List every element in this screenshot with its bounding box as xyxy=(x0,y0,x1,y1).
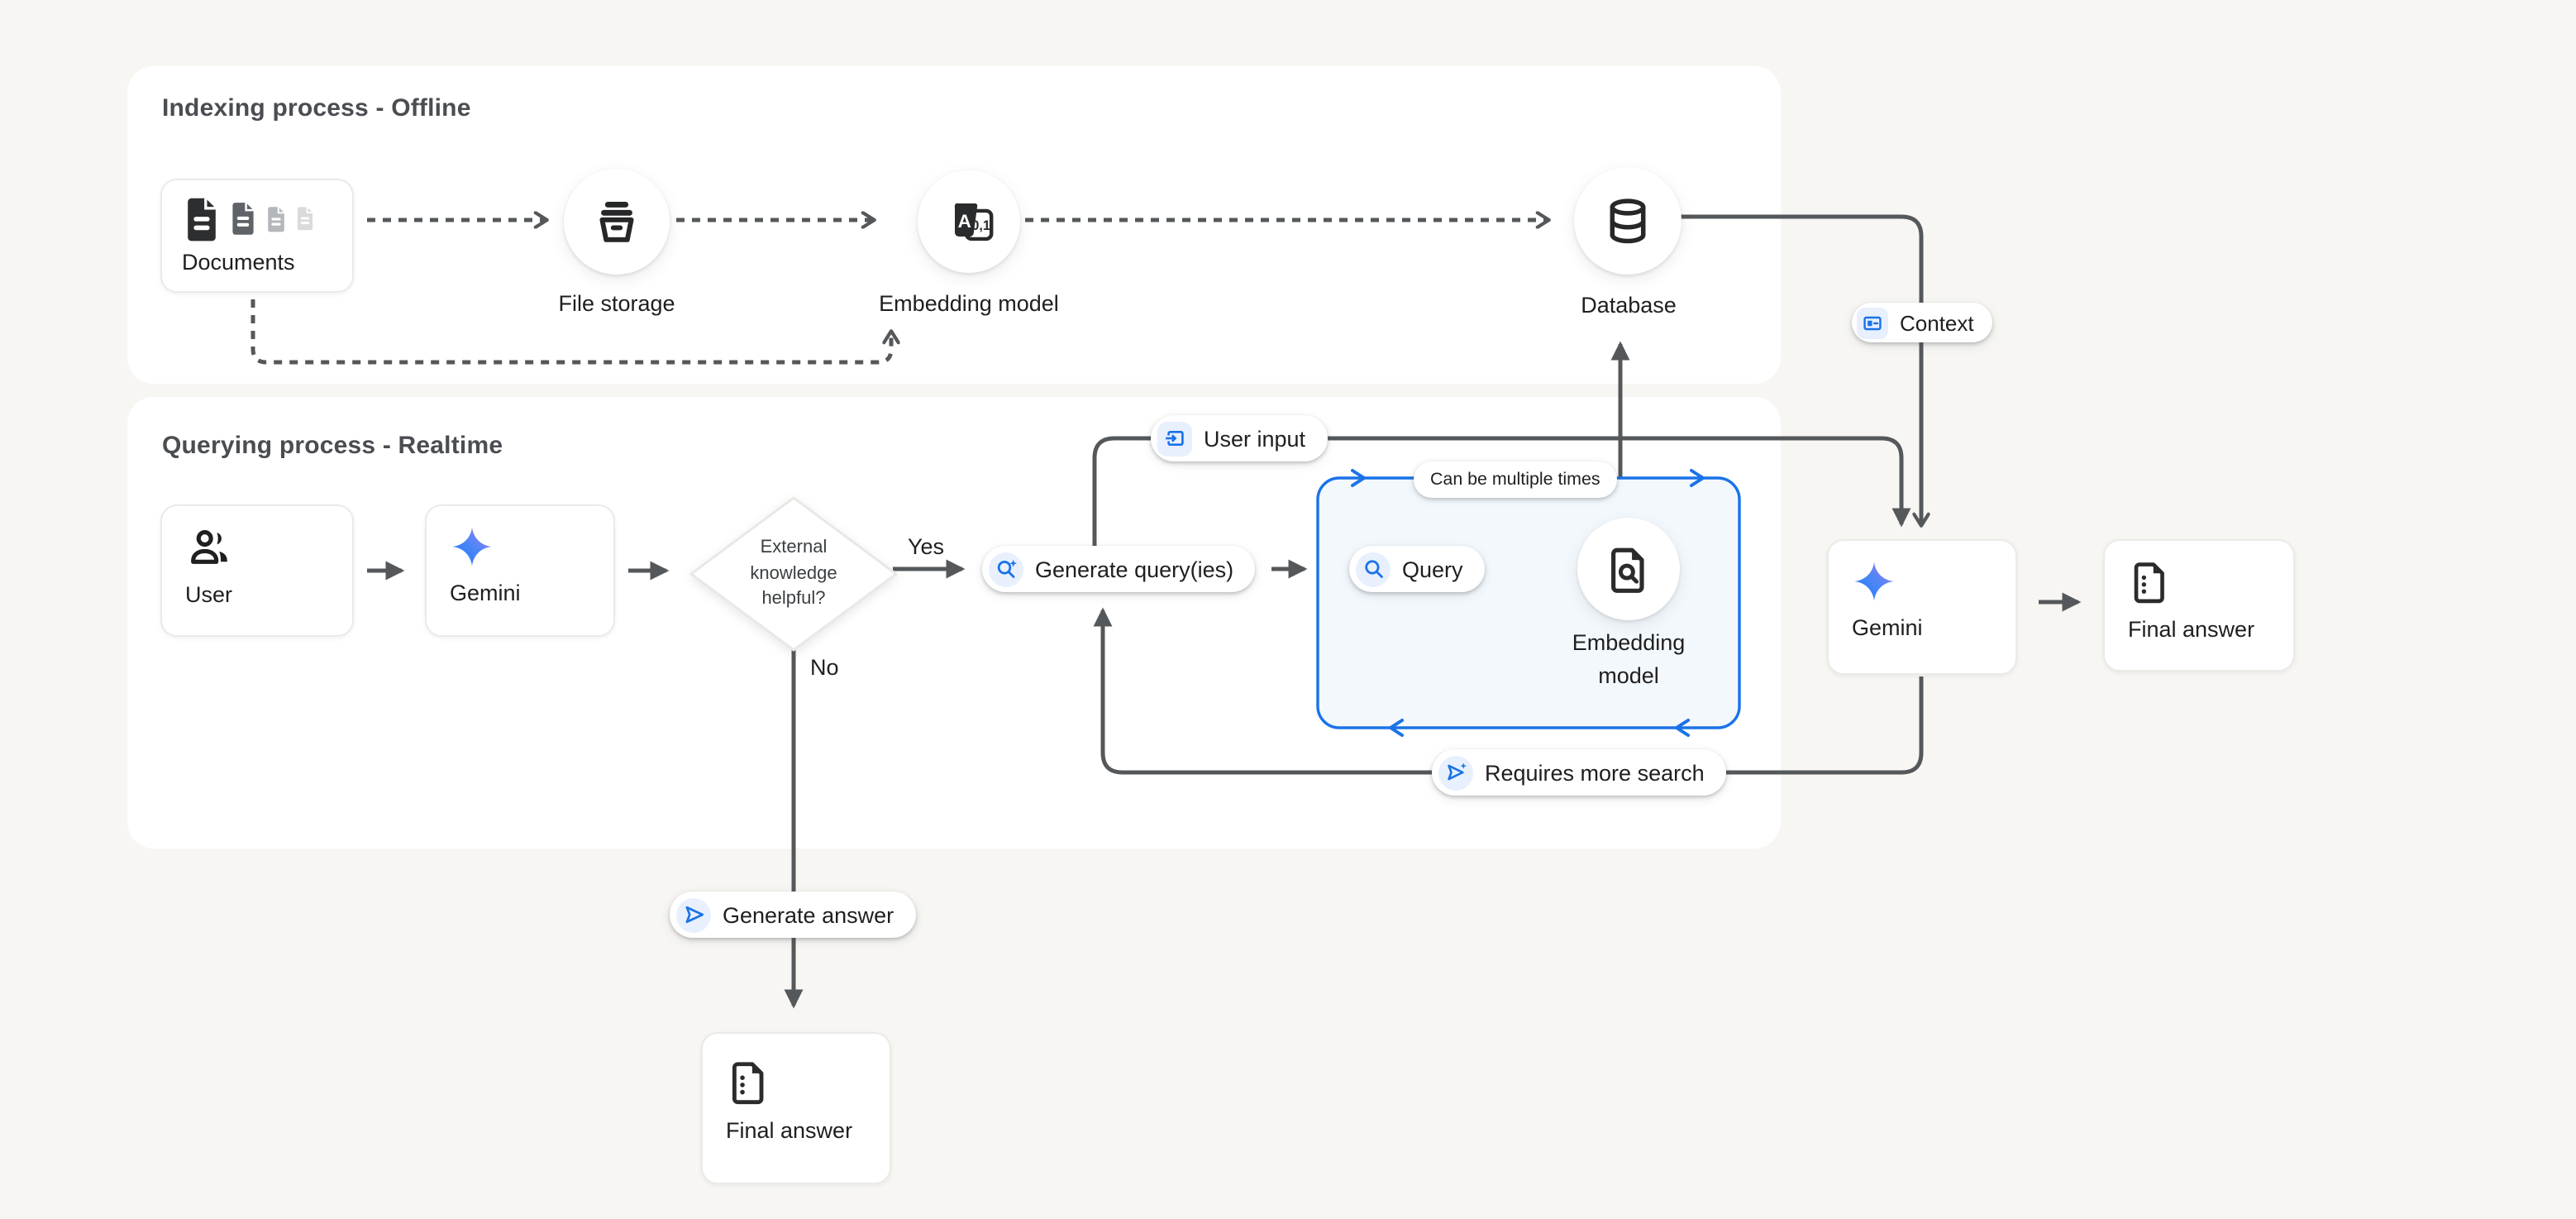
gemini-right-card: Gemini xyxy=(1827,539,2017,675)
user-label: User xyxy=(185,582,233,607)
send-sparkle-icon xyxy=(1438,755,1473,790)
gemini-star-icon xyxy=(452,527,492,566)
context-label: Context xyxy=(1900,310,1974,335)
user-input-label: User input xyxy=(1204,426,1306,451)
requires-more-search-label: Requires more search xyxy=(1485,760,1705,785)
gemini-right-label: Gemini xyxy=(1852,615,1923,640)
document-icon xyxy=(182,194,222,242)
final-answer-bottom-label: Final answer xyxy=(726,1118,853,1143)
documents-label: Documents xyxy=(182,250,295,275)
final-answer-right-label: Final answer xyxy=(2128,617,2255,642)
can-be-multiple-times-pill: Can be multiple times xyxy=(1414,461,1617,498)
search-icon xyxy=(1356,552,1391,586)
embedding-translate-icon: 0,1 A xyxy=(954,203,994,241)
file-storage-label: File storage xyxy=(558,291,675,316)
query-pill: Query xyxy=(1349,546,1485,592)
user-input-pill: User input xyxy=(1151,415,1328,461)
database-icon xyxy=(1610,198,1646,244)
document-icon xyxy=(228,200,258,237)
final-answer-bottom-card: Final answer xyxy=(701,1032,891,1184)
gemini-card: Gemini xyxy=(425,504,615,637)
database-label: Database xyxy=(1581,293,1677,318)
no-label: No xyxy=(810,655,839,680)
document-icon xyxy=(265,204,288,232)
can-be-multiple-times-label: Can be multiple times xyxy=(1430,470,1600,490)
query-label: Query xyxy=(1402,557,1463,581)
document-search-icon xyxy=(1610,547,1643,592)
indexing-panel-title: Indexing process - Offline xyxy=(162,94,471,122)
context-pill: Context xyxy=(1852,303,1992,342)
svg-text:0,1: 0,1 xyxy=(971,218,990,233)
send-icon xyxy=(676,897,711,932)
querying-panel-title: Querying process - Realtime xyxy=(162,432,503,460)
file-storage-node xyxy=(564,169,670,275)
search-sparkle-icon xyxy=(989,552,1023,586)
gemini-star-icon xyxy=(1854,562,1894,601)
generate-queries-pill: Generate query(ies) xyxy=(982,546,1256,592)
input-icon xyxy=(1157,421,1192,456)
yes-label: Yes xyxy=(908,534,945,559)
database-node xyxy=(1574,167,1682,275)
generate-queries-label: Generate query(ies) xyxy=(1035,557,1234,581)
context-icon xyxy=(1857,307,1888,338)
gemini-label: Gemini xyxy=(450,581,521,605)
decision-label: External knowledge helpful? xyxy=(750,538,837,609)
embedding-model-node: 0,1 A xyxy=(918,170,1020,273)
embedding-model-query-label: Embedding model xyxy=(1572,630,1686,688)
summarize-document-icon xyxy=(732,1062,764,1105)
embedding-model-query-node xyxy=(1577,518,1680,620)
document-icon xyxy=(294,205,316,232)
requires-more-search-pill: Requires more search xyxy=(1432,749,1726,796)
embedding-model-label: Embedding model xyxy=(879,291,1059,316)
generate-answer-pill: Generate answer xyxy=(670,892,916,938)
generate-answer-label: Generate answer xyxy=(723,902,894,927)
final-answer-right-card: Final answer xyxy=(2103,539,2295,672)
bucket-icon xyxy=(599,202,634,242)
users-icon xyxy=(191,530,227,564)
documents-icons xyxy=(182,194,332,243)
summarize-document-icon xyxy=(2134,562,2164,604)
svg-text:A: A xyxy=(958,211,971,232)
user-card: User xyxy=(160,504,354,637)
documents-card: Documents xyxy=(160,179,354,293)
